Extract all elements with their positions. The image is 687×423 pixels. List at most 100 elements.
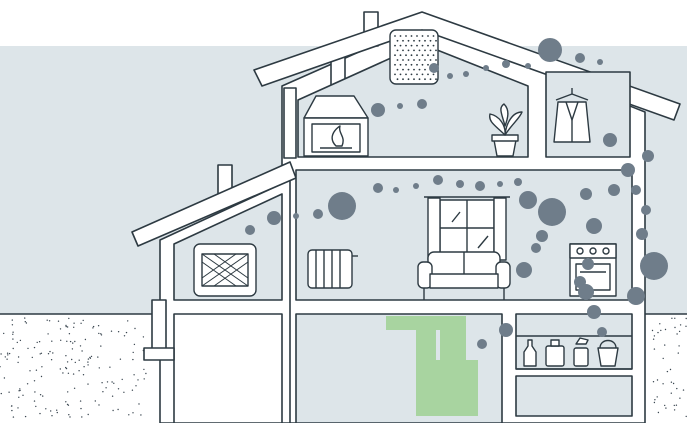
vent-hole: [419, 59, 421, 61]
ground-speck: [74, 388, 75, 389]
vent-hole: [424, 78, 426, 80]
vent-hole: [402, 50, 404, 52]
ground-speck: [81, 350, 82, 351]
pollutant-particle: [525, 63, 531, 69]
ground-speck: [29, 370, 30, 371]
ground-speck: [673, 383, 674, 384]
ground-speck: [83, 366, 84, 367]
ground-speck: [13, 416, 14, 417]
pollutant-particle: [433, 175, 443, 185]
ground-speck: [127, 320, 128, 321]
pollutant-particle: [502, 60, 510, 68]
ground-speck: [98, 325, 99, 326]
ground-speck: [88, 358, 89, 359]
ground-speck: [657, 379, 658, 380]
ground-speck: [99, 367, 100, 368]
vent-hole: [416, 64, 418, 66]
vent-hole: [413, 59, 415, 61]
ground-speck: [137, 379, 138, 380]
vent-hole: [422, 45, 424, 47]
vent-hole: [427, 74, 429, 76]
foundation-footing: [144, 348, 174, 360]
ground-speck: [679, 331, 680, 332]
ground-speck: [17, 407, 18, 408]
ground-speck: [674, 405, 675, 406]
ground-speck: [111, 381, 112, 382]
ground-speck: [60, 340, 61, 341]
vent-hole: [413, 50, 415, 52]
vent-hole: [408, 50, 410, 52]
pollutant-particle: [582, 258, 594, 270]
ground-speck: [124, 335, 125, 336]
left-wing-crawlspace: [174, 314, 282, 423]
ground-speck: [47, 320, 48, 321]
pollutant-particle: [519, 191, 537, 209]
vent-hole: [400, 74, 402, 76]
ground-speck: [658, 412, 659, 413]
ground-speck: [126, 332, 127, 333]
vent-hole: [430, 59, 432, 61]
ground-speck: [78, 370, 79, 371]
vent-hole: [397, 50, 399, 52]
vent-hole: [408, 40, 410, 42]
ground-speck: [134, 344, 135, 345]
ground-speck: [676, 333, 677, 334]
ground-speck: [664, 344, 665, 345]
vent-hole: [435, 50, 437, 52]
ground-speck: [25, 321, 26, 322]
pollutant-particle: [631, 185, 641, 195]
ground-speck: [654, 348, 655, 349]
ground-speck: [138, 403, 139, 404]
vent-hole: [419, 40, 421, 42]
ground-speck: [134, 328, 135, 329]
ground-speck: [7, 354, 8, 355]
vent-hole: [405, 64, 407, 66]
ground-speck: [113, 383, 114, 384]
ground-speck: [51, 359, 52, 360]
ground-speck: [676, 388, 677, 389]
vent-hole: [402, 40, 404, 42]
ground-speck: [123, 392, 124, 393]
ground-speck: [12, 332, 13, 333]
ground-speck: [665, 407, 666, 408]
pollutant-particle: [514, 178, 522, 186]
ground-speck: [83, 320, 84, 321]
ground-speck: [32, 357, 33, 358]
vent-hole: [424, 69, 426, 71]
ground-speck: [65, 367, 66, 368]
ground-speck: [73, 323, 74, 324]
vent-hole: [405, 74, 407, 76]
ground-speck: [34, 400, 35, 401]
ground-speck: [72, 348, 73, 349]
ground-speck: [48, 353, 49, 354]
ground-speck: [41, 366, 42, 367]
vent-hole: [400, 35, 402, 37]
ground-speck: [652, 330, 653, 331]
pollutant-particle: [575, 53, 585, 63]
ground-speck: [107, 381, 108, 382]
ground-speck: [3, 333, 4, 334]
vent-hole: [430, 78, 432, 80]
ground-speck: [58, 321, 59, 322]
ground-speck: [6, 359, 7, 360]
ground-speck: [49, 320, 50, 321]
vent-hole: [424, 59, 426, 61]
ground-speck: [75, 362, 76, 363]
ground-speck: [101, 334, 102, 335]
ground-speck: [665, 329, 666, 330]
radiator-icon: [308, 250, 358, 288]
ground-speck: [676, 405, 677, 406]
vent-hole: [416, 74, 418, 76]
pollutant-particle: [621, 163, 635, 177]
ground-speck: [670, 369, 671, 370]
ground-speck: [654, 399, 655, 400]
vent-hole: [400, 45, 402, 47]
ground-speck: [5, 356, 6, 357]
vent-hole: [394, 54, 396, 56]
ground-speck: [67, 361, 68, 362]
ground-speck: [98, 333, 99, 334]
ground-speck: [40, 353, 41, 354]
ground-speck: [97, 356, 98, 357]
vent-hole: [402, 69, 404, 71]
ground-speck: [118, 388, 119, 389]
